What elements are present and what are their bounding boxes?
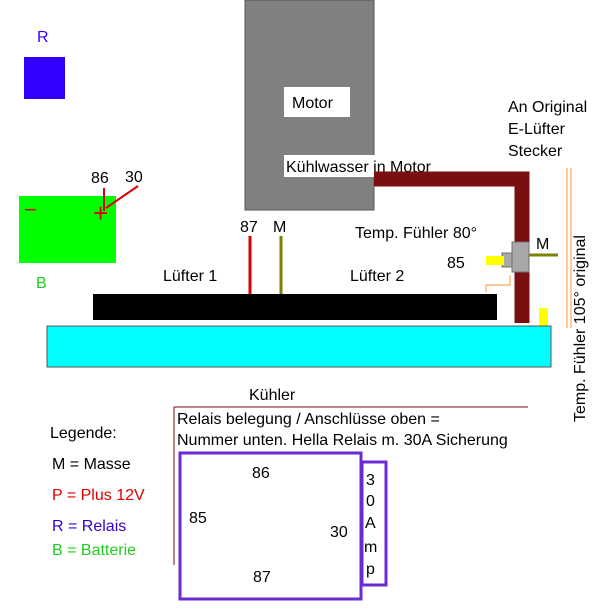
temp-sensor-105 bbox=[539, 308, 548, 332]
connector-note-line1: An Original bbox=[508, 99, 587, 116]
key-relay-square bbox=[24, 57, 65, 99]
radiator-label: Kühler bbox=[249, 387, 296, 404]
engine-label-box bbox=[284, 87, 350, 117]
battery-plus: + bbox=[93, 198, 108, 228]
wire-battery-30 bbox=[105, 185, 139, 209]
fuse-box bbox=[360, 460, 388, 587]
fuse-char: 0 bbox=[366, 493, 375, 510]
relay-note-line1: Relais belegung / Anschlüsse oben = bbox=[177, 411, 440, 428]
relay-pin-87: 87 bbox=[253, 569, 271, 586]
sensor-terminal-85: 85 bbox=[447, 255, 465, 272]
legend-item-masse: M = Masse bbox=[52, 456, 131, 473]
relay-pin-30: 30 bbox=[330, 524, 348, 541]
battery bbox=[19, 196, 116, 263]
coolant-hose bbox=[374, 171, 530, 323]
connector-note-line3: Stecker bbox=[508, 143, 563, 160]
fan-bar bbox=[93, 294, 497, 320]
legend-item-plus: P = Plus 12V bbox=[52, 487, 145, 504]
engine-label: Motor bbox=[292, 95, 334, 112]
fuse-char: A bbox=[365, 515, 376, 532]
temp-sensor-80-label: Temp. Fühler 80° bbox=[355, 225, 477, 242]
wire-sensor-thin bbox=[485, 275, 511, 292]
key-relay-letter: R bbox=[37, 29, 49, 46]
temp-sensor-80-body bbox=[511, 241, 530, 273]
fuse-char: p bbox=[366, 561, 375, 578]
key-battery-letter: B bbox=[36, 275, 47, 292]
legend-item-batterie: B = Batterie bbox=[52, 542, 136, 559]
relay-note-bracket bbox=[173, 406, 528, 565]
legend-title: Legende: bbox=[50, 425, 117, 442]
fan-ground-label: M bbox=[273, 219, 286, 236]
battery-terminal-86: 86 bbox=[91, 170, 109, 187]
fuse-char: m bbox=[364, 539, 377, 556]
battery-terminal-30: 30 bbox=[125, 169, 143, 186]
relay-note-line2: Nummer unten. Hella Relais m. 30A Sicher… bbox=[177, 432, 508, 449]
sensor-ground-label: M bbox=[536, 236, 549, 253]
connector-note-line2: E-Lüfter bbox=[508, 121, 566, 138]
relay-box bbox=[178, 451, 363, 601]
relay-pin-86: 86 bbox=[252, 465, 270, 482]
sensor-85-connector bbox=[486, 256, 504, 265]
fan1-label: Lüfter 1 bbox=[163, 268, 217, 285]
legend-item-relais: R = Relais bbox=[52, 518, 126, 535]
fan-terminal-87: 87 bbox=[240, 219, 258, 236]
battery-minus: − bbox=[24, 197, 37, 222]
temp-sensor-105-label: Temp. Fühler 105° original bbox=[572, 235, 589, 422]
radiator bbox=[46, 325, 552, 368]
fuse-char: 3 bbox=[366, 472, 375, 489]
fan2-label: Lüfter 2 bbox=[350, 268, 404, 285]
relay-pin-85: 85 bbox=[189, 510, 207, 527]
